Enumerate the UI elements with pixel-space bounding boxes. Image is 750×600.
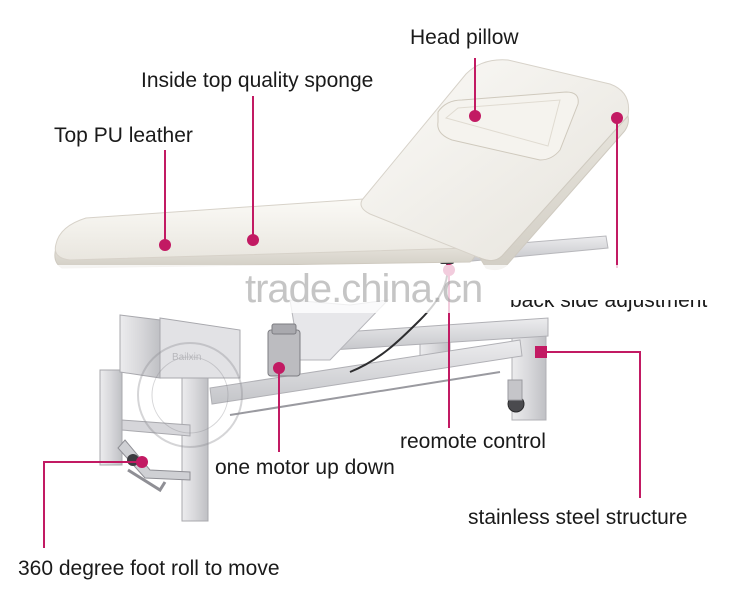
label-motor: one motor up down xyxy=(215,456,395,479)
marker-steel xyxy=(535,346,547,358)
label-remote: reomote control xyxy=(400,430,546,453)
marker-sponge xyxy=(247,234,259,246)
label-sponge: Inside top quality sponge xyxy=(141,69,374,92)
marker-back-adjustment xyxy=(611,112,623,124)
label-back-adjustment: back side adjustment xyxy=(510,300,740,312)
label-pu-leather: Top PU leather xyxy=(54,124,193,147)
marker-motor xyxy=(273,362,285,374)
marker-foot-roll xyxy=(136,456,148,468)
label-back-adjustment-text: back side adjustment xyxy=(510,300,708,312)
steel-frame xyxy=(99,235,609,522)
label-foot-roll: 360 degree foot roll to move xyxy=(18,557,280,580)
marker-pu-leather xyxy=(159,239,171,251)
label-head-pillow: Head pillow xyxy=(410,26,519,49)
watermark-band xyxy=(0,265,750,313)
label-steel: stainless steel structure xyxy=(468,506,688,529)
watermark-stamp: Bailxin xyxy=(137,342,243,448)
callout-leaders xyxy=(43,58,641,548)
marker-head-pillow xyxy=(469,110,481,122)
watermark-stamp-text: Bailxin xyxy=(172,352,201,363)
watermark-text: trade.china.cn xyxy=(245,267,483,311)
